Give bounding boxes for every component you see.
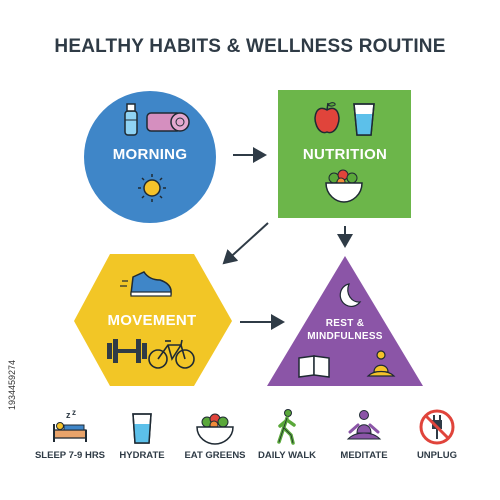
salad-bowl-icon [325,169,363,203]
habit-unplug: UNPLUG [395,408,479,461]
morning-label: MORNING [112,146,188,163]
movement-label: MOVEMENT [107,312,197,329]
rest-label-line1: REST & [325,318,365,329]
water-glass-icon [132,413,152,444]
arrow-nutrition-to-movement [222,222,269,265]
habit-eat-greens: EAT GREENS [173,408,257,461]
rest-label-line2: MINDFULNESS [307,331,383,342]
water-glass-icon [353,103,375,136]
walking-person-icon [277,409,296,445]
yoga-mat-icon [146,112,190,132]
habit-daily-walk: DAILY WALK [245,408,329,461]
moon-icon [339,283,362,308]
svg-text:z: z [72,408,76,417]
meditation-icon [366,350,396,377]
habit-label: SLEEP 7-9 HRS [34,450,106,461]
bicycle-icon [148,339,195,369]
no-plug-icon [419,409,455,445]
water-bottle-icon [124,103,138,136]
habit-label: MEDITATE [340,450,388,461]
habit-hydrate: HYDRATE [100,408,184,461]
apple-icon [314,102,340,134]
sleep-bed-icon: z z [53,408,87,442]
running-shoe-icon [120,271,172,297]
dumbbell-icon [107,339,147,363]
nutrition-label: NUTRITION [302,146,388,163]
habit-label: HYDRATE [119,450,165,461]
meditation-icon [346,410,382,440]
salad-bowl-icon [196,413,234,445]
stock-id-text: 1934459274 [7,359,17,411]
book-icon [298,355,330,378]
habit-meditate: MEDITATE [322,408,406,461]
sun-icon [138,174,166,202]
svg-text:z: z [66,410,71,420]
habit-sleep: z z SLEEP 7-9 HRS [28,408,112,461]
habit-label: UNPLUG [416,450,458,461]
page-title: HEALTHY HABITS & WELLNESS ROUTINE [54,36,446,57]
habit-label: DAILY WALK [257,450,317,461]
habit-label: EAT GREENS [184,450,246,461]
